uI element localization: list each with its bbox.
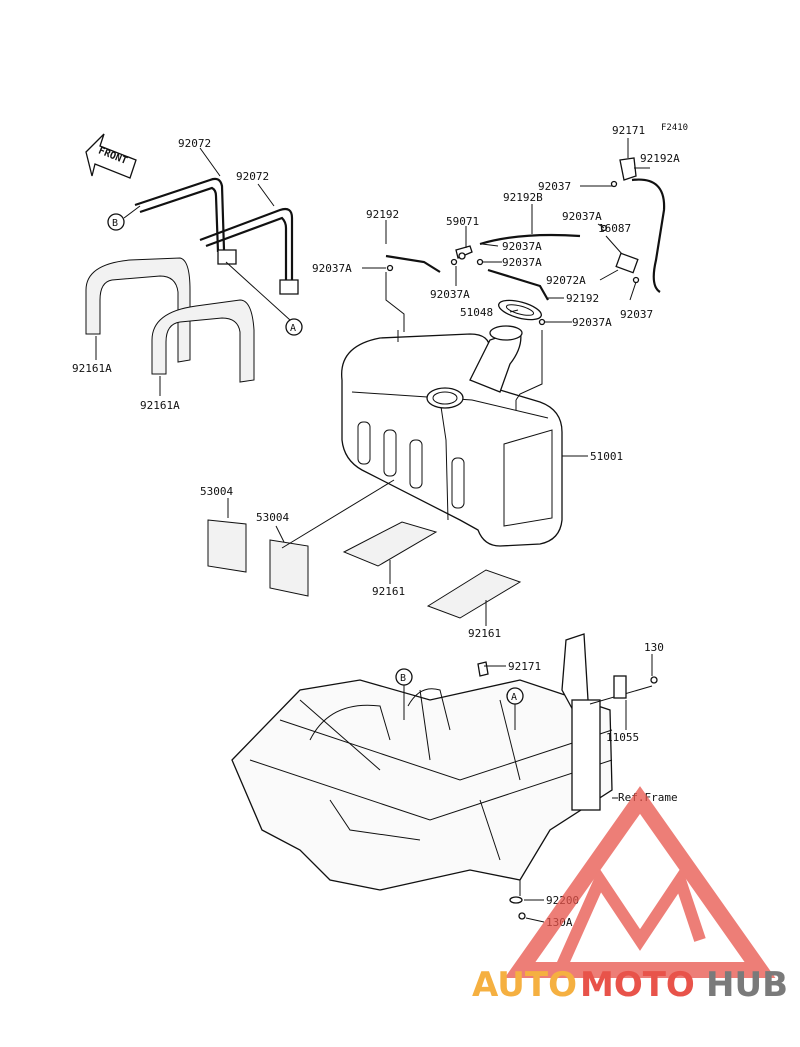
label-59071: 59071	[446, 215, 479, 228]
label-92171-bot: 92171	[508, 660, 541, 673]
svg-text:B: B	[400, 673, 406, 684]
label-11055: 11055	[606, 731, 639, 744]
fitting-59071	[455, 245, 473, 260]
label-53004-a: 53004	[200, 485, 233, 498]
watermark-auto: AUTO	[472, 965, 577, 1005]
pad-92161A-left	[85, 257, 191, 363]
label-92192B: 92192B	[503, 191, 543, 204]
label-92037A-a: 92037A	[562, 210, 602, 223]
bracket-92072-front	[134, 177, 226, 253]
label-92037A-e: 92037A	[572, 316, 612, 329]
label-92037A-d: 92037A	[430, 288, 470, 301]
pad-92161A-right	[151, 299, 255, 383]
frame-ref	[231, 633, 658, 920]
mat-92161-b	[426, 569, 522, 619]
label-92037-b: 92037	[620, 308, 653, 321]
label-92161-b: 92161	[468, 627, 501, 640]
fuel-tank-51001	[341, 325, 563, 547]
label-53004-b: 53004	[256, 511, 289, 524]
label-92161A-b: 92161A	[140, 399, 180, 412]
label-92171-top: 92171	[612, 124, 645, 137]
callout-a-icon: A	[225, 261, 303, 336]
callout-a-frame-icon: A	[506, 687, 524, 730]
svg-text:A: A	[511, 692, 517, 703]
valve-92171-top	[619, 157, 637, 181]
label-92192-top: 92192	[366, 208, 399, 221]
mat-53004-right	[269, 539, 309, 597]
label-92037A-c: 92037A	[502, 256, 542, 269]
watermark-logo	[504, 786, 776, 978]
label-51048: 51048	[460, 306, 493, 319]
hose-92192A	[631, 178, 666, 293]
label-92192A: 92192A	[640, 152, 680, 165]
hose-92192-mid	[487, 268, 549, 301]
label-92192-mid: 92192	[566, 292, 599, 305]
label-92037-a: 92037	[538, 180, 571, 193]
callout-b-icon: B	[107, 205, 141, 231]
label-92072-b: 92072	[236, 170, 269, 183]
cap-51048	[497, 299, 543, 321]
bracket-92072-rear	[199, 207, 299, 295]
label-51001: 51001	[590, 450, 623, 463]
filter-16087	[615, 252, 639, 274]
watermark-moto: MOTO	[580, 965, 695, 1005]
svg-text:B: B	[112, 218, 118, 229]
mat-53004-left	[207, 519, 247, 573]
watermark-triangle-icon	[504, 786, 776, 978]
label-92072A: 92072A	[546, 274, 586, 287]
front-arrow-icon: FRONT	[85, 133, 137, 179]
hose-92192B	[479, 233, 581, 246]
watermark-hub: HUB	[706, 965, 788, 1005]
leader-lines	[227, 138, 653, 923]
label-92161A-a: 92161A	[72, 362, 112, 375]
label-92161-a: 92161	[372, 585, 405, 598]
label-92037A-left: 92037A	[312, 262, 352, 275]
label-16087: 16087	[598, 222, 631, 235]
hose-92192-left	[385, 254, 441, 273]
callout-b-frame-icon: B	[395, 668, 413, 720]
svg-text:A: A	[290, 323, 296, 334]
mat-92161-a	[342, 521, 438, 567]
label-130: 130	[644, 641, 664, 654]
label-92072-a: 92072	[178, 137, 211, 150]
label-92037A-b: 92037A	[502, 240, 542, 253]
diagram-code: F2410	[661, 123, 688, 133]
